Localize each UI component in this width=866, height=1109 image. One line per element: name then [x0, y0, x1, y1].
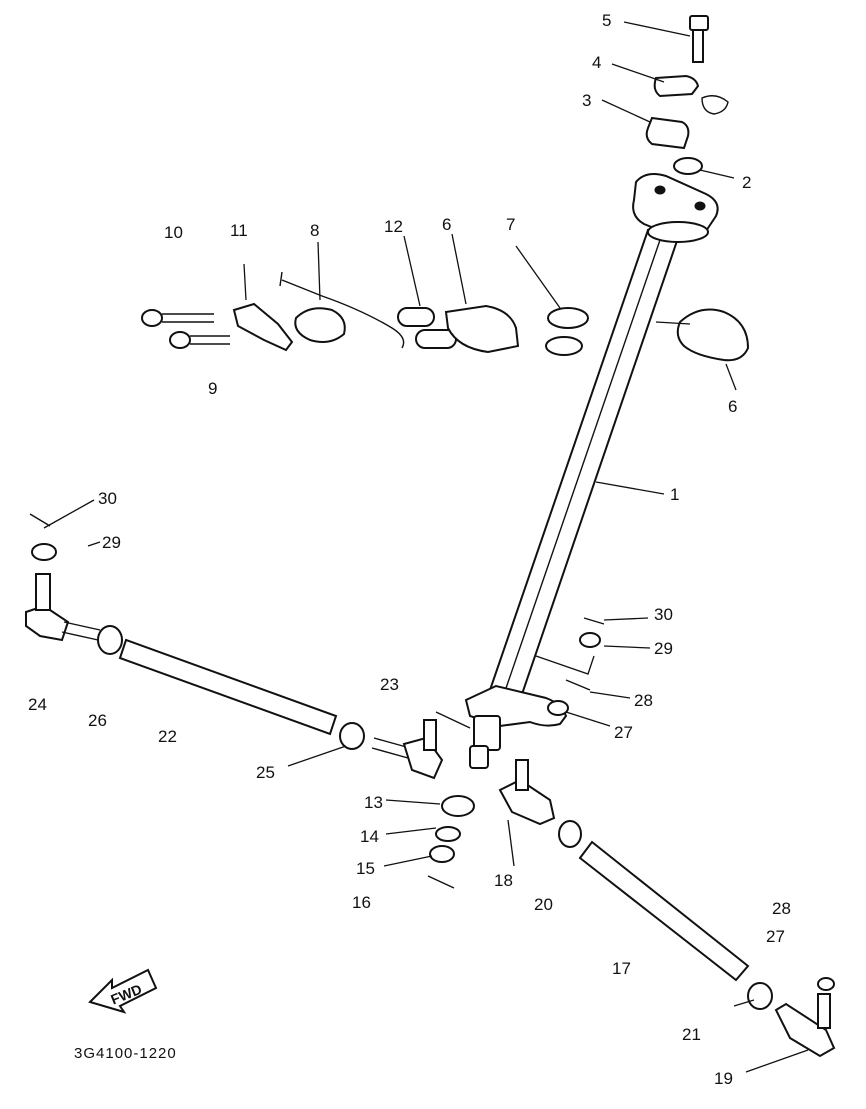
- callout-15: 15: [356, 859, 375, 878]
- holder-clip-part: [701, 95, 729, 115]
- locknut-part-21: [747, 982, 773, 1010]
- nut-part-28-right: [579, 632, 601, 648]
- callout-21: 21: [682, 1025, 701, 1044]
- callout-14: 14: [360, 827, 379, 846]
- column-head-part: [632, 173, 719, 243]
- holder-part-4: [653, 74, 700, 98]
- dust-seal-part-13: [441, 795, 475, 817]
- callout-27-far-right: 27: [766, 927, 785, 946]
- callout-18: 18: [494, 871, 513, 890]
- leader-lines: [43, 21, 809, 1073]
- tie-rod-left-part-22: [118, 638, 338, 736]
- callout-16: 16: [352, 893, 371, 912]
- locknut-part-25: [339, 722, 365, 750]
- callout-29-far-right: 28: [772, 899, 791, 918]
- locknut-part-26: [97, 625, 123, 655]
- collar-part-12: [397, 307, 457, 349]
- lower-steering-arm-part: [464, 684, 569, 769]
- callout-6-right: 6: [728, 397, 737, 416]
- callout-2: 2: [742, 173, 751, 192]
- callout-7: 7: [506, 215, 515, 234]
- tie-rod-end-center-part-23: [371, 719, 444, 780]
- callout-27-right: 27: [614, 723, 633, 742]
- column-cover-part-6: [676, 308, 750, 362]
- cotter-pin-part-16: [427, 875, 455, 889]
- callout-labels: 5 4 3 2 1 6 10 11 8 12 6 7 9 30 29 24 26…: [28, 11, 791, 1088]
- column-cover-part-6-left: [444, 304, 520, 354]
- callout-28-left: 29: [102, 533, 121, 552]
- nut-part-27-right: [817, 977, 835, 991]
- nut-part-15: [429, 845, 455, 863]
- bushing-part-2: [673, 157, 703, 175]
- pin-part-29: [565, 679, 591, 691]
- bracket-part-11: [232, 302, 294, 352]
- washer-part-14: [435, 826, 461, 842]
- callout-25: 25: [256, 763, 275, 782]
- callout-22: 22: [158, 727, 177, 746]
- cotter-pin-part-30-right: [583, 617, 605, 625]
- callout-24: 24: [28, 695, 47, 714]
- callout-26: 26: [88, 711, 107, 730]
- callout-5: 5: [602, 11, 611, 30]
- clamp-part-3: [645, 116, 690, 150]
- callout-28-right: 29: [654, 639, 673, 658]
- callout-6-left: 6: [442, 215, 451, 234]
- cotter-pin-part-30-left: [29, 513, 51, 527]
- bolt-part-5: [689, 15, 709, 63]
- callout-9: 9: [208, 379, 217, 398]
- nut-part-28-left: [31, 543, 57, 561]
- washer-part-7: [545, 307, 589, 356]
- bolt-set-part-9-10: [141, 309, 230, 349]
- callout-13: 13: [364, 793, 383, 812]
- drawing-code: 3G4100-1220: [74, 1045, 177, 1062]
- callout-29-right: 28: [634, 691, 653, 710]
- callout-10: 10: [164, 223, 183, 242]
- callout-17: 17: [612, 959, 631, 978]
- tie-rod-end-part-18: [498, 759, 556, 826]
- callout-30-right: 30: [654, 605, 673, 624]
- callout-3: 3: [582, 91, 591, 110]
- steering-shaft-part: [488, 228, 680, 702]
- wire-lever-part-8: [279, 271, 405, 349]
- tie-rod-right-part-17: [578, 840, 750, 982]
- callout-8: 8: [310, 221, 319, 240]
- tie-rod-end-part-19: [774, 993, 836, 1058]
- callout-4: 4: [592, 53, 601, 72]
- callout-11: 11: [230, 221, 248, 240]
- locknut-part-20: [558, 820, 582, 848]
- tie-rod-end-left-part-24: [25, 573, 101, 642]
- callout-30-left: 30: [98, 489, 117, 508]
- callout-20: 20: [534, 895, 553, 914]
- callout-12: 12: [384, 217, 403, 236]
- callout-1: 1: [670, 485, 679, 504]
- forward-direction-arrow: FWD: [88, 968, 158, 1014]
- callout-23: 23: [380, 675, 399, 694]
- callout-19: 19: [714, 1069, 733, 1088]
